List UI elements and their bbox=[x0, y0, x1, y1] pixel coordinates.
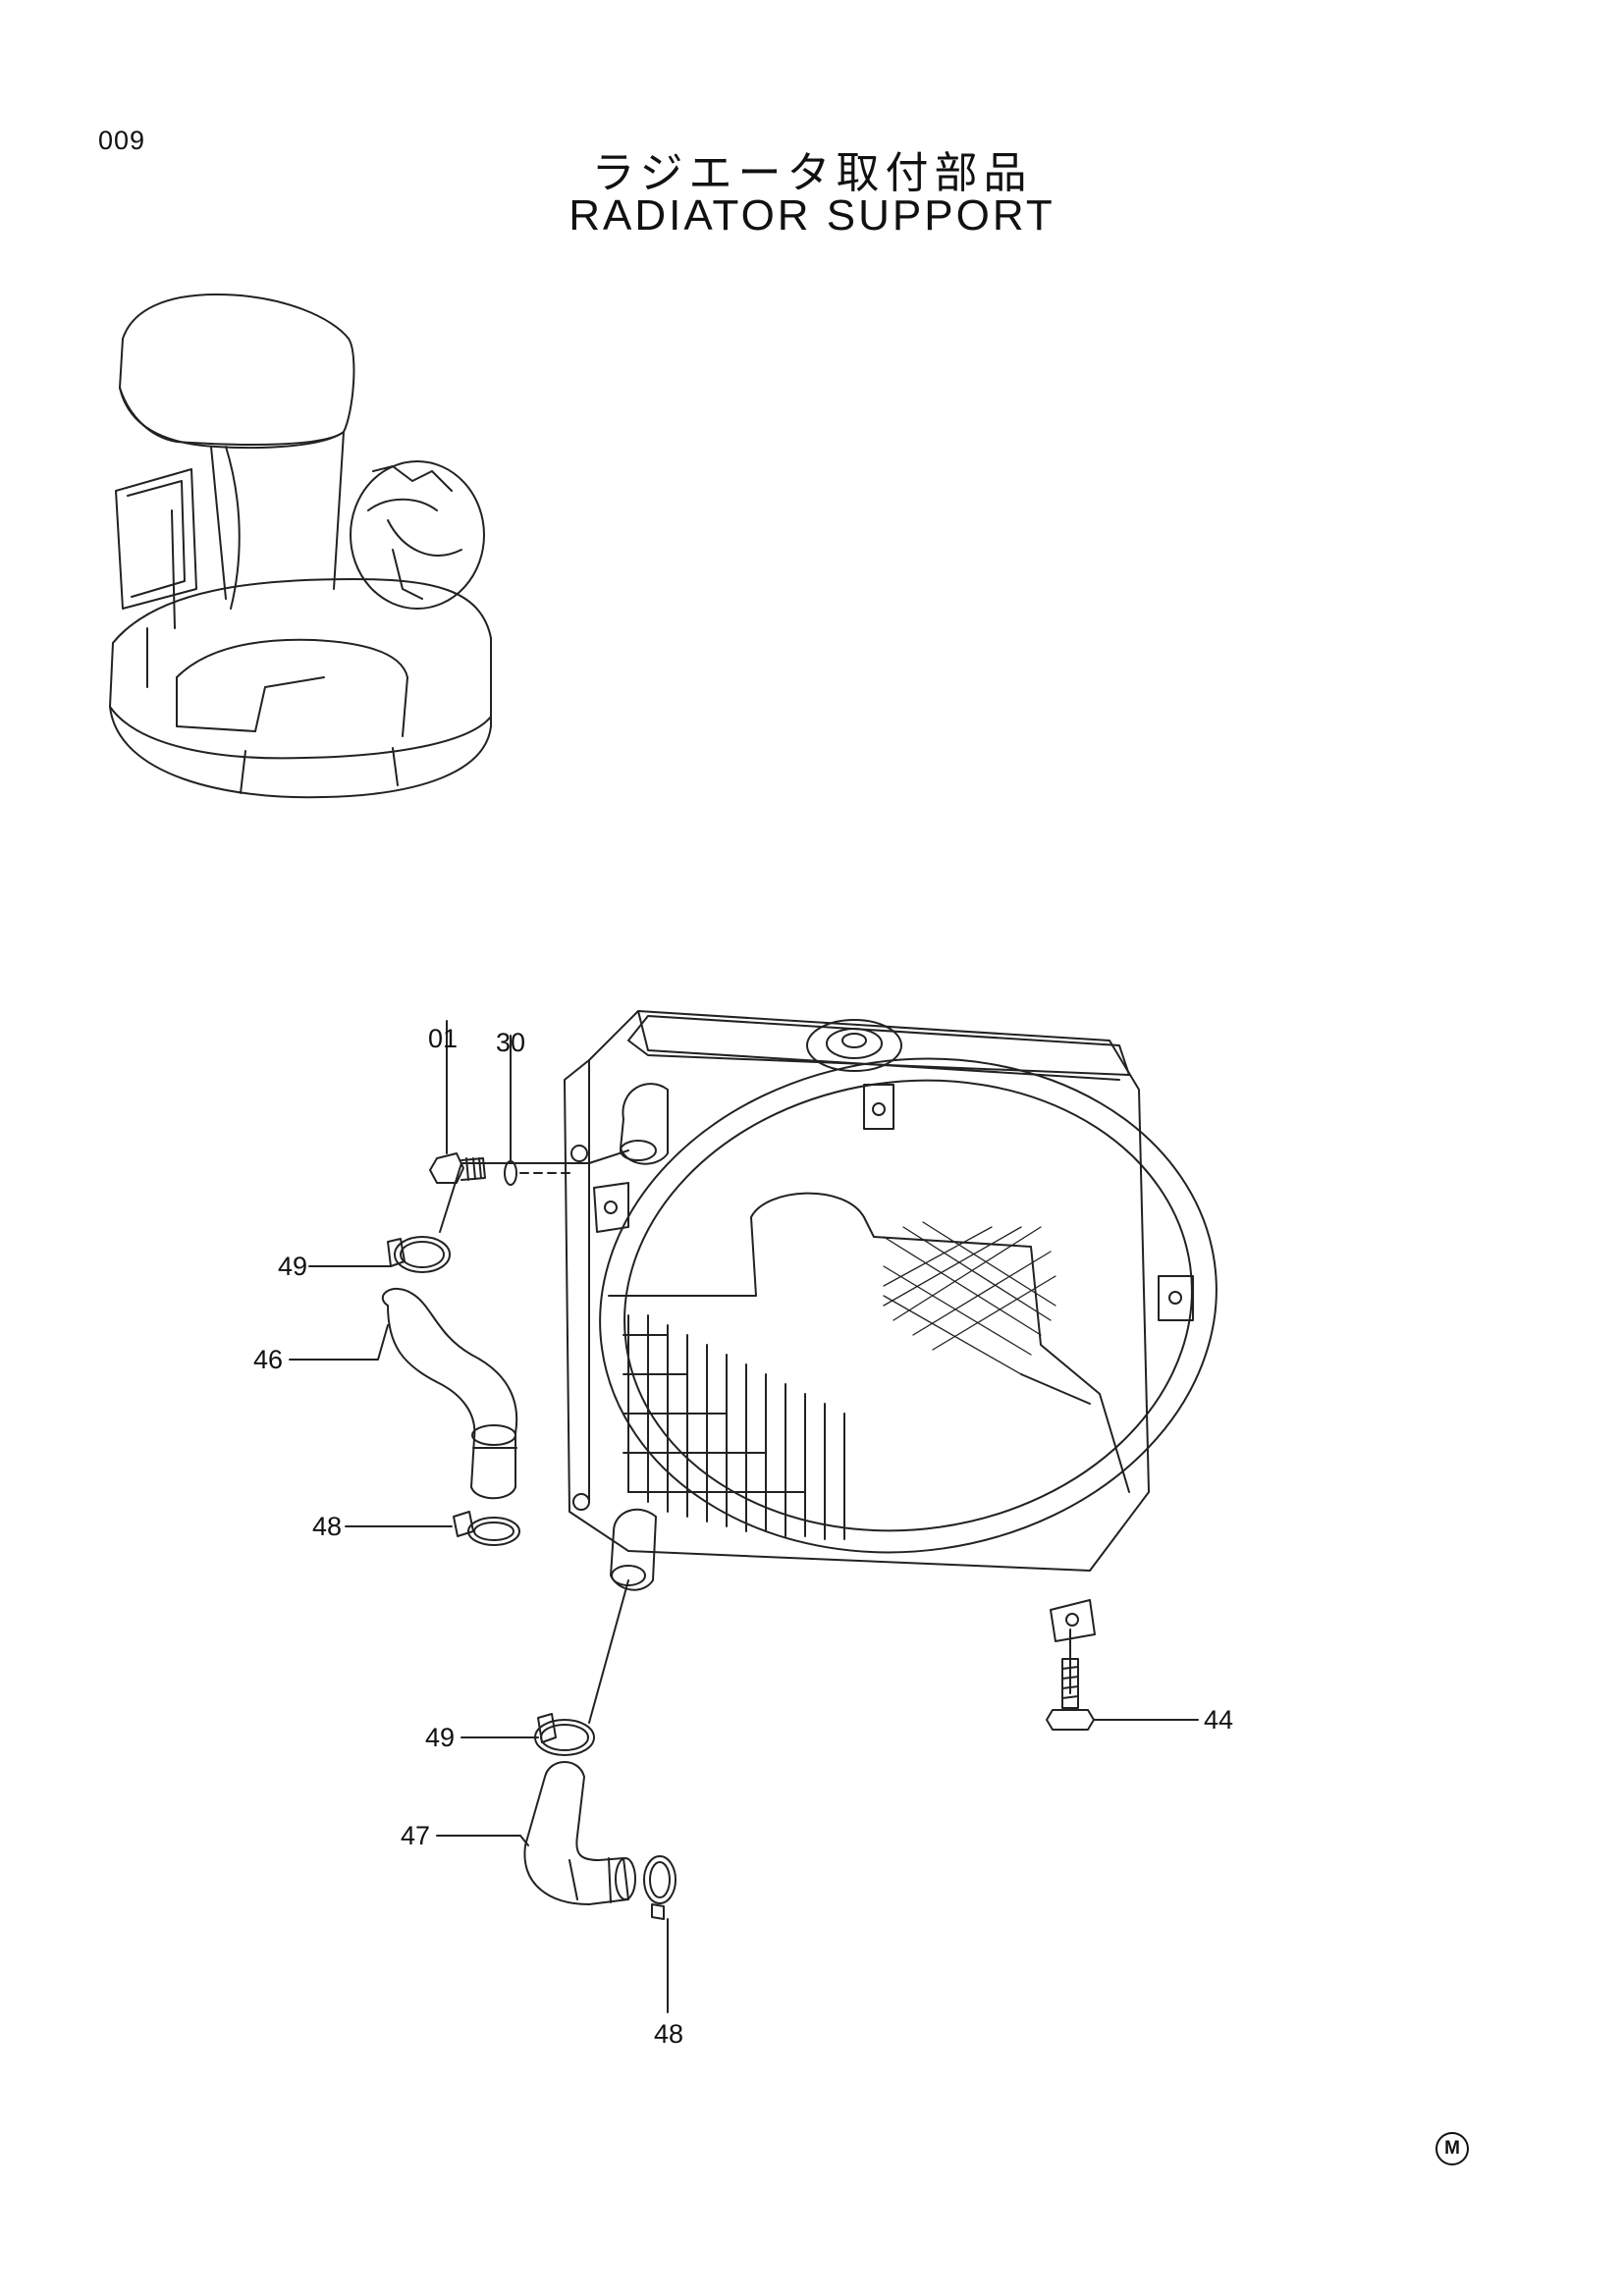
callout-49-lower: 49 bbox=[425, 1723, 455, 1752]
radiator-hose-46 bbox=[381, 1288, 518, 1500]
page-title-japanese: ラジエータ取付部品 bbox=[591, 148, 1033, 198]
hose-clamp-49-lower bbox=[534, 1579, 629, 1756]
washer-30 bbox=[504, 1035, 570, 1186]
callout-49-upper: 49 bbox=[278, 1252, 307, 1281]
callout-30: 30 bbox=[496, 1028, 525, 1057]
hose-clamp-49-upper bbox=[387, 1149, 629, 1273]
hose-clamp-48-upper bbox=[453, 1511, 520, 1546]
radiator-assembly bbox=[564, 1010, 1218, 1642]
radiator-hose-47 bbox=[523, 1761, 636, 1905]
hose-clamp-48-lower bbox=[643, 1855, 677, 2013]
bolt-44 bbox=[1046, 1629, 1199, 1731]
leader-lines bbox=[289, 1265, 539, 1846]
callout-01: 01 bbox=[428, 1024, 458, 1053]
callout-48-upper: 48 bbox=[312, 1512, 342, 1541]
manufacturer-mark: M bbox=[1435, 2132, 1469, 2165]
callout-47: 47 bbox=[401, 1821, 430, 1850]
page-title: RADIATOR SUPPORT bbox=[568, 191, 1056, 240]
callout-46: 46 bbox=[253, 1345, 283, 1374]
callout-48-lower: 48 bbox=[654, 2019, 683, 2049]
machine-overview-illustration bbox=[109, 294, 492, 799]
bolt-01 bbox=[429, 1020, 486, 1184]
callout-44: 44 bbox=[1204, 1705, 1233, 1735]
page-number: 009 bbox=[98, 126, 146, 155]
